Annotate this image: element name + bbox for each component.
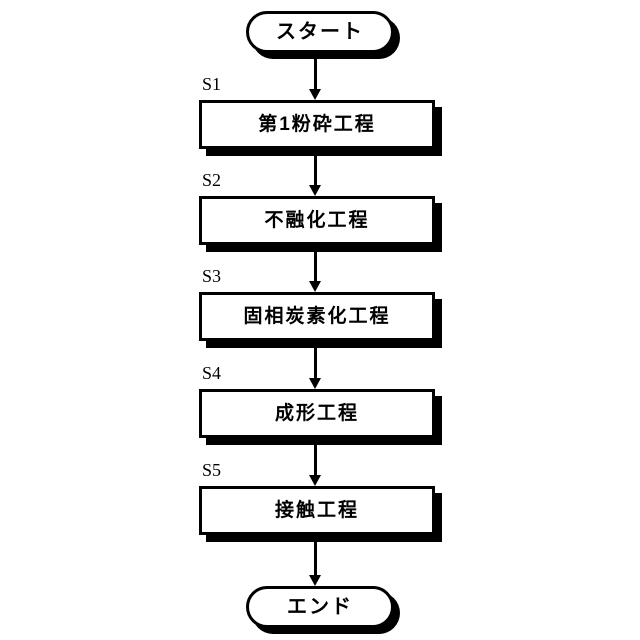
connector-s4-to-s5 [309,438,321,486]
start-label: スタート [276,21,364,43]
s2-shape: 不融化工程 [199,196,435,245]
connector-line [314,149,317,185]
step-tag-s3: S3 [202,266,222,286]
step-tag-s2: S2 [202,170,222,190]
connector-start-to-s1 [309,53,321,100]
connector-line [314,53,317,89]
connector-s5-to-end [309,535,321,586]
s3-shape: 固相炭素化工程 [199,292,435,341]
arrowhead-down-icon [309,475,321,486]
step-tag-s4: S4 [202,363,222,383]
start-shape: スタート [246,11,394,53]
arrowhead-down-icon [309,89,321,100]
end-shape: エンド [246,586,394,628]
node-end: エンド [246,586,400,634]
s1-label: 第1粉砕工程 [258,114,376,135]
connector-line [314,245,317,281]
node-s5: S5 接触工程 [199,461,442,542]
connector-s1-to-s2 [309,149,321,196]
arrowhead-down-icon [309,281,321,292]
node-s3: S3 固相炭素化工程 [199,267,442,348]
s1-shape: 第1粉砕工程 [199,100,435,149]
arrowhead-down-icon [309,378,321,389]
node-start: スタート [246,11,400,59]
end-label: エンド [287,596,353,618]
s3-label: 固相炭素化工程 [243,306,391,327]
connector-s2-to-s3 [309,245,321,292]
node-s2: S2 不融化工程 [199,171,442,252]
s5-shape: 接触工程 [199,486,435,535]
arrowhead-down-icon [309,185,321,196]
connector-s3-to-s4 [309,341,321,389]
connector-line [314,535,317,575]
node-s4: S4 成形工程 [199,364,442,445]
connector-line [314,438,317,475]
node-s1: S1 第1粉砕工程 [199,75,442,156]
connector-line [314,341,317,378]
step-tag-s5: S5 [202,460,222,480]
s2-label: 不融化工程 [264,210,370,231]
arrowhead-down-icon [309,575,321,586]
s5-label: 接触工程 [274,500,359,521]
s4-label: 成形工程 [274,403,359,424]
s4-shape: 成形工程 [199,389,435,438]
step-tag-s1: S1 [202,74,222,94]
